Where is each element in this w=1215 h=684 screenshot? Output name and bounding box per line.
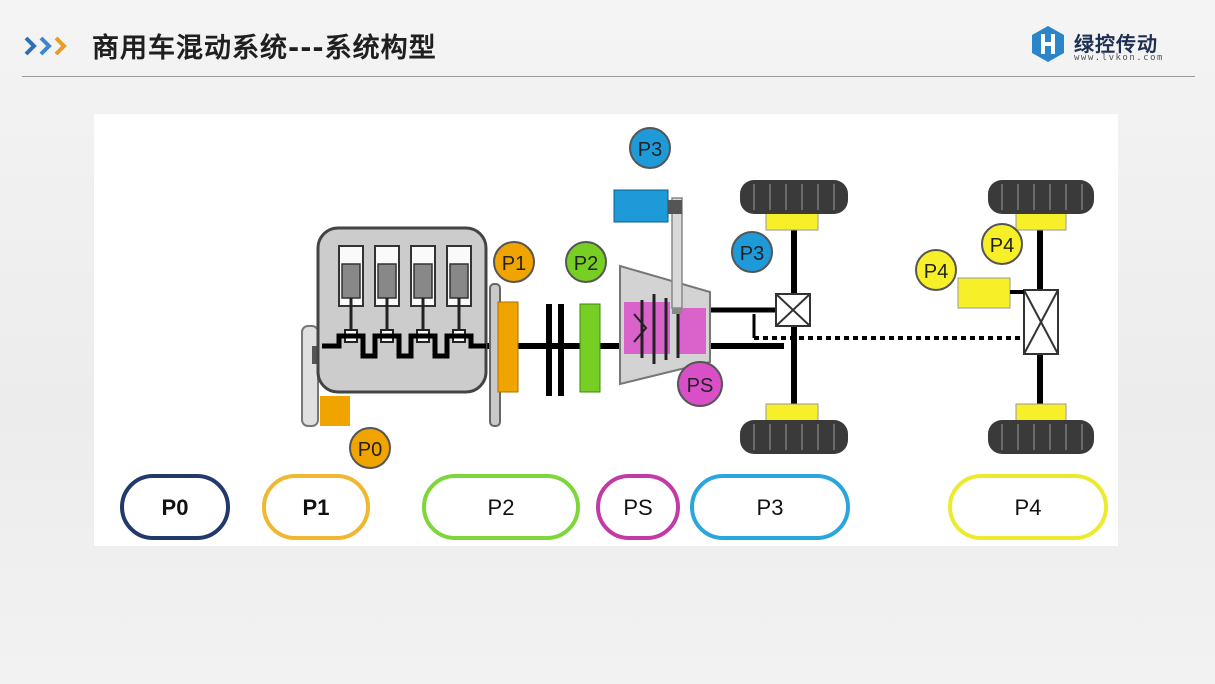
- legend-p2: P2: [422, 474, 580, 540]
- p3-top-motor: [613, 189, 669, 223]
- legend-p0-label: P0: [162, 495, 189, 520]
- marker-p1: P1: [493, 241, 535, 283]
- front-wheel-top: [740, 180, 848, 214]
- diagram-canvas: P0 P1 P2 P3 P3 PS P4 P4: [120, 127, 1108, 540]
- marker-p3-mid-label: P3: [740, 243, 764, 265]
- clutch-plate-2: [558, 304, 564, 396]
- p0-pulley-column: [301, 325, 319, 427]
- slide-header: 商用车混动系统---系统构型 绿控传动 www.lvkon.com: [0, 0, 1215, 80]
- company-logo: 绿控传动 www.lvkon.com: [1030, 24, 1190, 68]
- marker-p1-label: P1: [502, 253, 526, 275]
- marker-p4-left: P4: [915, 249, 957, 291]
- clutch-plate-1: [546, 304, 552, 396]
- marker-ps-label: PS: [687, 375, 714, 397]
- marker-p3-top: P3: [629, 127, 671, 169]
- marker-p2: P2: [565, 241, 607, 283]
- front-wheel-bottom: [740, 420, 848, 454]
- marker-p2-label: P2: [574, 253, 598, 275]
- gearbox: [619, 264, 711, 386]
- legend-ps-label: PS: [623, 495, 652, 520]
- front-hub-bottom: [765, 403, 819, 423]
- marker-p4-top: P4: [981, 223, 1023, 265]
- marker-p0: P0: [349, 427, 391, 469]
- legend-p0: P0: [120, 474, 230, 540]
- marker-p3-top-label: P3: [638, 139, 662, 161]
- legend-p3: P3: [690, 474, 850, 540]
- p3-gear-drop: [671, 197, 683, 309]
- chevrons-icon: [24, 36, 67, 56]
- logo-mark-icon: [1032, 26, 1064, 62]
- engine-block: [316, 226, 488, 394]
- legend-p1: P1: [262, 474, 370, 540]
- marker-p0-label: P0: [358, 439, 382, 461]
- legend-p4-label: P4: [1015, 495, 1042, 520]
- p3-top-coupler: [668, 200, 682, 214]
- p0-motor: [320, 396, 350, 426]
- front-hub-top: [765, 211, 819, 231]
- rear-hub-bottom: [1015, 403, 1067, 423]
- marker-p3-mid: P3: [731, 231, 773, 273]
- marker-p4-left-label: P4: [924, 261, 948, 283]
- p1-motor: [497, 301, 519, 393]
- p2-motor: [579, 303, 601, 393]
- legend-ps: PS: [596, 474, 680, 540]
- marker-p4-top-label: P4: [990, 235, 1014, 257]
- p4-motor: [957, 277, 1011, 309]
- hybrid-topology-diagram: P0 P1 P2 P3 P3 PS P4 P4: [94, 114, 1118, 546]
- legend-p2-label: P2: [488, 495, 515, 520]
- legend-p3-label: P3: [757, 495, 784, 520]
- slide-title: 商用车混动系统---系统构型: [92, 33, 437, 64]
- rear-wheel-bottom: [988, 420, 1094, 454]
- rear-wheel-top: [988, 180, 1094, 214]
- rear-hub-top: [1015, 211, 1067, 231]
- logo-name: 绿控传动: [1074, 32, 1158, 56]
- logo-url: www.lvkon.com: [1074, 53, 1164, 63]
- legend-p4: P4: [948, 474, 1108, 540]
- legend-p1-label: P1: [303, 495, 330, 520]
- header-divider: [22, 76, 1195, 77]
- marker-ps: PS: [677, 361, 723, 407]
